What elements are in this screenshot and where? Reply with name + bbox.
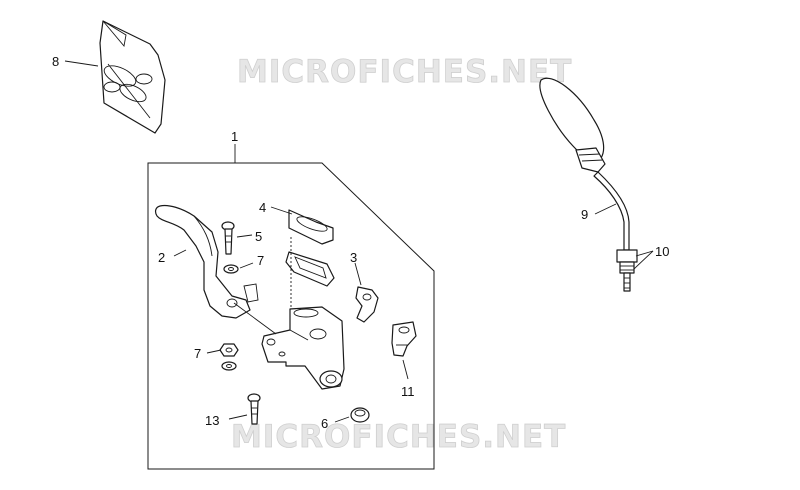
callout-13: 13	[205, 413, 219, 428]
callout-2: 2	[158, 250, 165, 265]
watermark-bottom: MICROFICHES.NET	[231, 419, 566, 455]
callout-8: 8	[52, 54, 59, 69]
washer-upper	[223, 264, 239, 274]
nut-lower	[219, 343, 239, 371]
decal-sheet	[99, 20, 166, 134]
rear-view-mirror	[539, 77, 638, 292]
clamp-bolt	[247, 393, 261, 425]
callout-10: 10	[655, 244, 669, 259]
brake-lever	[154, 204, 259, 319]
callout-9: 9	[581, 207, 588, 222]
callout-7-upper: 7	[257, 253, 264, 268]
callout-3: 3	[350, 250, 357, 265]
reservoir-cap	[285, 209, 335, 287]
callout-1: 1	[231, 129, 238, 144]
callout-11: 11	[401, 384, 415, 399]
master-cylinder-body	[261, 306, 345, 390]
pivot-bolt	[221, 221, 235, 255]
callout-6: 6	[321, 416, 328, 431]
brake-light-switch	[391, 321, 417, 357]
callout-4: 4	[259, 200, 266, 215]
reservoir-plug	[350, 407, 370, 423]
assembly-frame	[147, 162, 435, 470]
watermark-top: MICROFICHES.NET	[237, 54, 572, 90]
callout-5: 5	[255, 229, 262, 244]
brake-switch-clip	[355, 286, 379, 323]
callout-7-lower: 7	[194, 346, 201, 361]
